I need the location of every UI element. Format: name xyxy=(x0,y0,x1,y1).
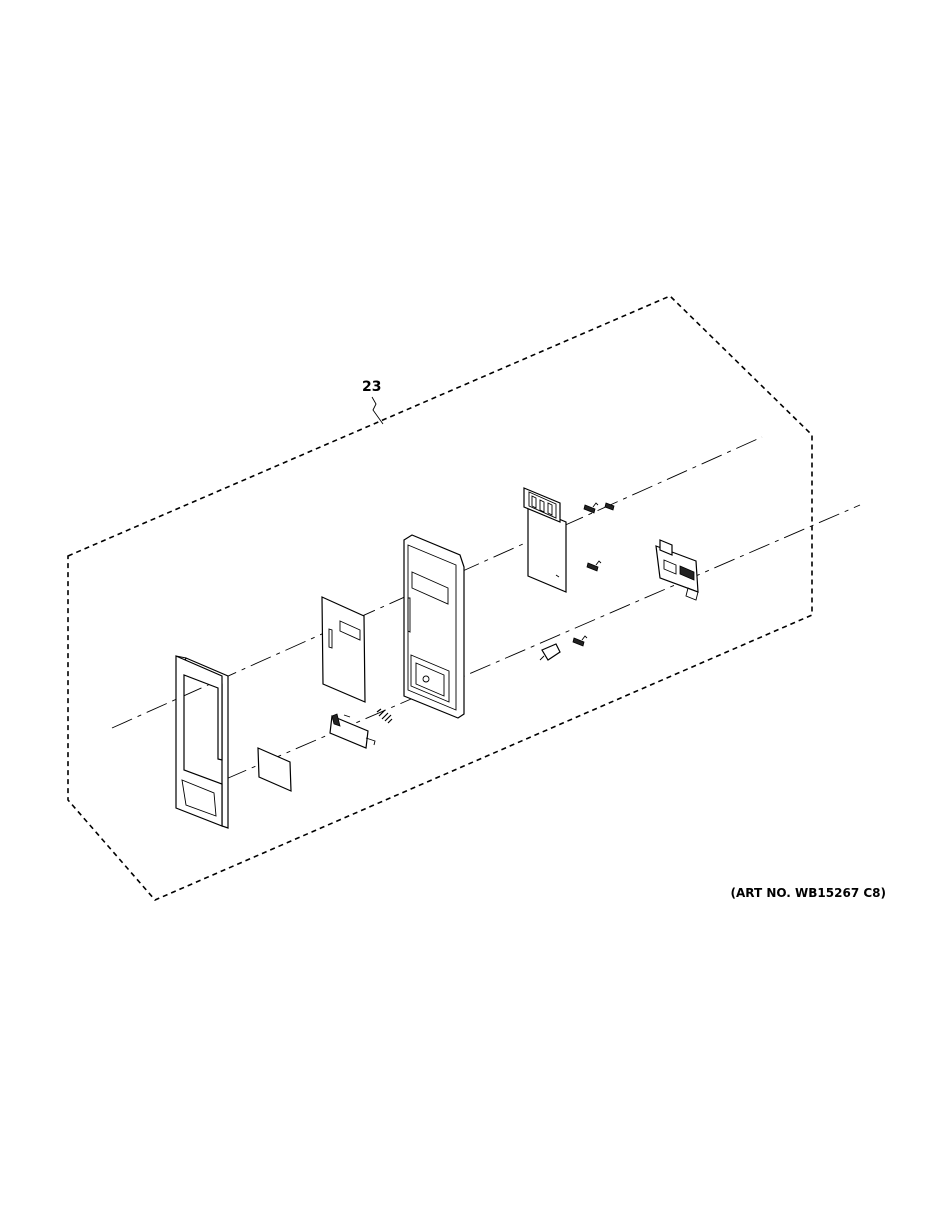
spring xyxy=(376,708,393,724)
callout-label: 23 xyxy=(362,379,381,395)
screw-middle xyxy=(586,560,602,572)
inner-panel xyxy=(321,596,366,703)
screw-lower xyxy=(572,635,588,647)
release-button xyxy=(329,713,376,749)
handle-housing xyxy=(403,534,465,719)
assembly-boundary xyxy=(67,295,813,901)
callout-leader xyxy=(371,396,384,425)
latch-assembly xyxy=(655,539,699,601)
window-lens xyxy=(257,747,292,792)
handle-trim xyxy=(175,655,229,829)
screw-upper-2 xyxy=(604,502,615,511)
latch-lever xyxy=(539,643,561,661)
switch-board xyxy=(523,487,567,593)
screw-upper-1 xyxy=(583,502,599,514)
art-number: (ART NO. WB15267 C8) xyxy=(730,886,886,900)
